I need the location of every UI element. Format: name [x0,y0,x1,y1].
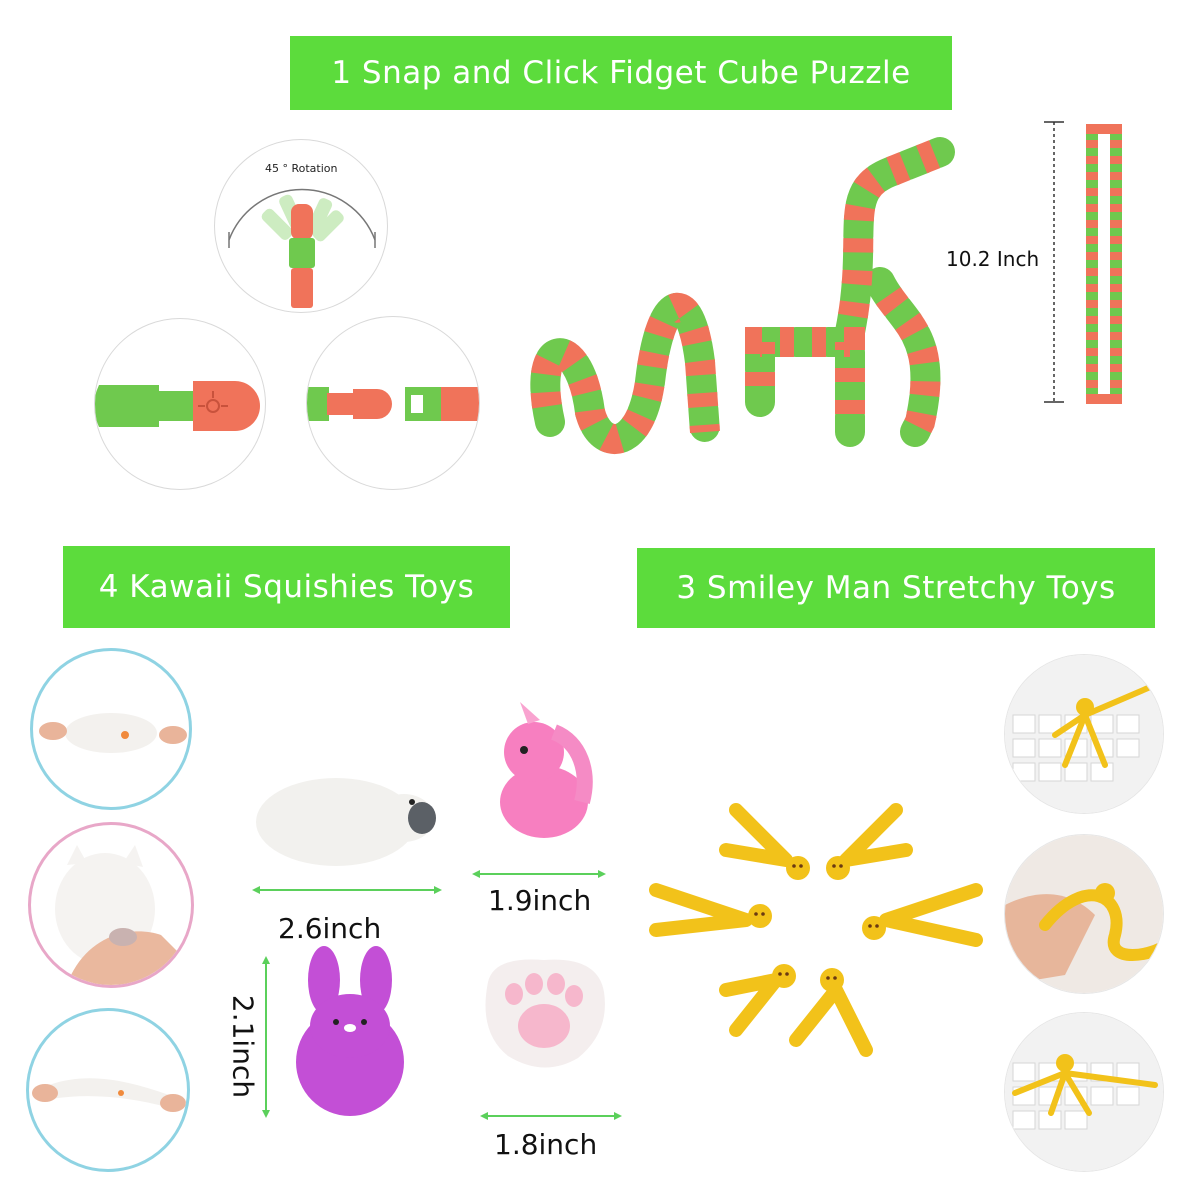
snap-cube-snake-image [530,137,955,454]
unicorn-width-label: 1.9inch [488,884,592,917]
connector-detail-circle [306,316,480,490]
hinge-piece-image [95,381,260,431]
stretchy-banner: 3 Smiley Man Stretchy Toys [637,548,1155,628]
length-measure-line [1044,121,1064,403]
squishy-stretch-circle-2 [26,1008,190,1172]
seal-width-label: 2.6inch [278,912,382,945]
squishy-stretch-circle-1 [30,648,192,810]
squishy-squeeze-image [55,845,191,985]
rabbit-squishy-image [296,946,404,1116]
rotation-detail-circle: 45 ° Rotation [214,139,388,313]
snap-cube-straight-image [1086,124,1122,404]
smiley-man-stretchy-image [649,803,983,1057]
rotation-diagram [228,188,376,308]
squishy-stretch-image [39,713,187,753]
squishies-banner: 4 Kawaii Squishies Toys [63,546,510,628]
rabbit-height-label: 2.1inch [226,994,260,1099]
stretchy-hand-circle [1004,834,1164,994]
snap-cube-banner: 1 Snap and Click Fidget Cube Puzzle [290,36,952,110]
seal-width-line [252,886,442,894]
paw-width-line [480,1112,622,1120]
connector-pieces-image [307,387,479,421]
unicorn-squishy-image [500,702,593,838]
stretchy-keyboard-circle-1 [1004,654,1164,814]
stretchy-keyboard-circle-2 [1004,1012,1164,1172]
length-label: 10.2 Inch [946,247,1040,271]
hinge-detail-circle [94,318,266,490]
rabbit-height-line [262,956,270,1118]
paw-squishy-image [485,959,605,1068]
paw-width-label: 1.8inch [494,1128,598,1161]
squishy-squeeze-circle [28,822,194,988]
squishy-stretch-image-2 [32,1078,186,1112]
stretchy-hand-image [1005,835,1163,993]
stretchy-keyboard-image-2 [1005,1013,1163,1171]
stretchy-keyboard-image-1 [1005,655,1163,813]
unicorn-width-line [472,870,606,878]
rotation-label: 45 ° Rotation [265,162,338,175]
seal-squishy-image [256,778,436,866]
